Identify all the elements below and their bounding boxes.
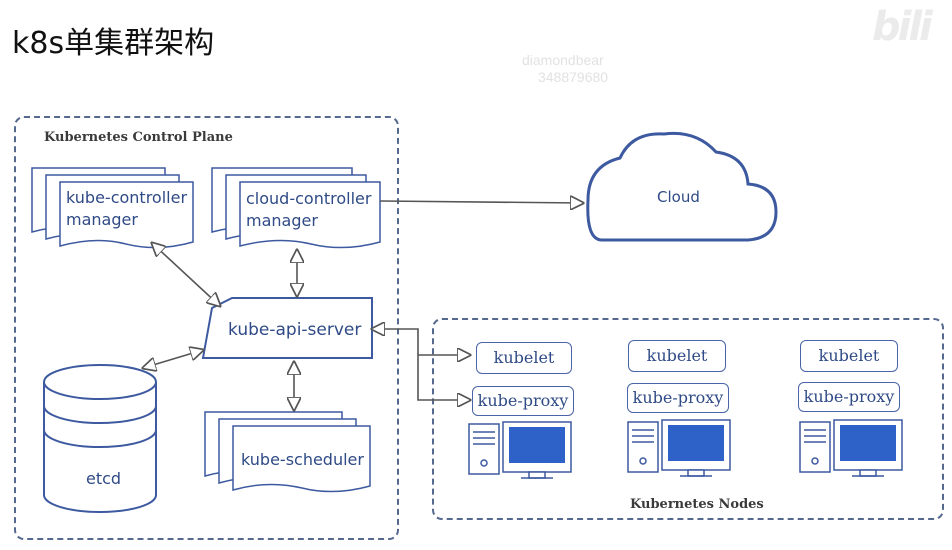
node-3-kubelet: kubelet — [800, 340, 898, 372]
node-2-computer — [627, 419, 731, 477]
node-2-kube-proxy: kube-proxy — [627, 383, 729, 413]
arrow-api-kubelet — [372, 329, 419, 355]
control-plane-region — [14, 116, 399, 540]
etcd-label: etcd — [86, 469, 122, 488]
page-title: k8s单集群架构 — [12, 26, 215, 61]
nodes-region — [432, 318, 944, 520]
cloud-label: Cloud — [657, 188, 700, 206]
node-3-computer — [799, 419, 903, 477]
arrow-etcd-api — [143, 350, 203, 368]
node-1-kubelet: kubelet — [476, 342, 572, 374]
kube-controller-manager-icon — [31, 167, 194, 249]
node-2-kubelet: kubelet — [628, 340, 726, 372]
cloud-controller-manager-label-line2: manager — [246, 211, 318, 230]
node-1-computer — [468, 421, 572, 479]
cloud-controller-manager-icon — [211, 167, 381, 249]
kube-controller-manager-label-line1: kube-controller — [66, 188, 188, 207]
nodes-label: Kubernetes Nodes — [630, 497, 764, 512]
watermark-id: 348879680 — [538, 69, 609, 85]
kube-scheduler-icon — [204, 411, 371, 493]
cloud-icon — [586, 131, 778, 242]
node-3-kube-proxy: kube-proxy — [798, 382, 900, 412]
api-server-label: kube-api-server — [228, 320, 362, 340]
bilibili-logo: bili — [872, 4, 933, 50]
control-plane-label: Kubernetes Control Plane — [44, 130, 233, 145]
kube-scheduler-label: kube-scheduler — [241, 450, 364, 469]
watermark-name: diamondbear — [522, 52, 604, 68]
arrow-cloudctrl-cloud — [379, 201, 583, 203]
arrow-controller-api — [152, 243, 220, 306]
database-icon — [43, 364, 157, 513]
node-1-kube-proxy: kube-proxy — [472, 386, 574, 416]
kube-controller-manager-label-line2: manager — [66, 210, 138, 229]
arrow-branch-proxy — [417, 355, 470, 400]
cloud-controller-manager-label-line1: cloud-controller — [246, 189, 372, 208]
